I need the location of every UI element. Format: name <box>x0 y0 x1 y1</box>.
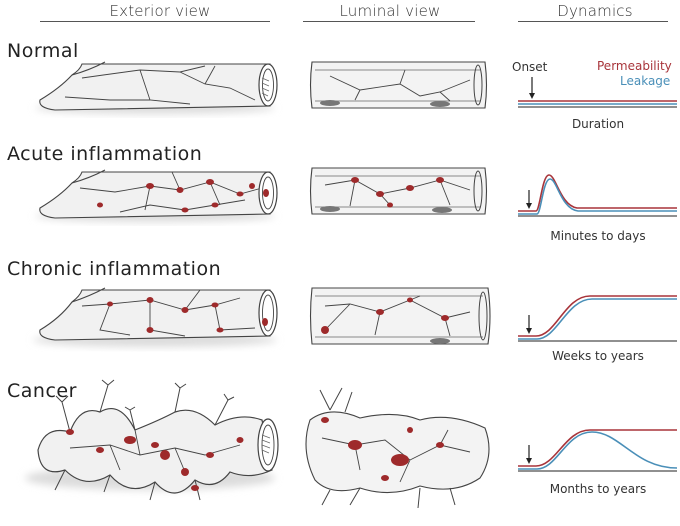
normal-luminal-view <box>311 62 487 108</box>
cancer-dynamics-plot <box>518 430 677 471</box>
chronic-dynamics-plot <box>518 296 677 341</box>
cancer-luminal-view <box>306 388 489 508</box>
onset-label: Onset <box>512 60 547 74</box>
chronic-luminal-view <box>311 288 491 344</box>
acute-dynamics-plot <box>518 175 677 216</box>
caption-cancer: Months to years <box>518 482 678 496</box>
normal-exterior-vessel <box>35 62 277 114</box>
caption-acute: Minutes to days <box>518 229 678 243</box>
caption-chronic: Weeks to years <box>518 349 678 363</box>
leakage-legend: Leakage <box>620 74 670 88</box>
permeability-legend: Permeability <box>597 59 672 73</box>
acute-luminal-view <box>311 168 487 214</box>
chronic-exterior-vessel <box>33 288 277 347</box>
caption-normal: Duration <box>518 117 678 131</box>
cancer-exterior-vessel <box>25 380 278 500</box>
acute-exterior-vessel <box>35 170 277 222</box>
